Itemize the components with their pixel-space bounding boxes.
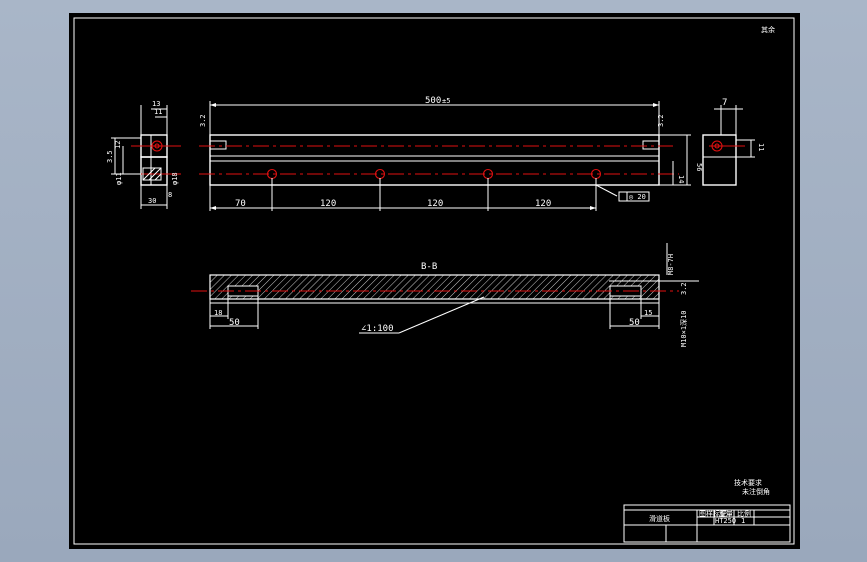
dim-front-height: 56 [695,163,703,171]
dim-side-w1: 30 [148,197,156,205]
dim-spacing-2: 120 [320,199,336,209]
title-field-2: 重量 [719,510,733,518]
part-name: 滑道板 [649,514,670,523]
dim-side-dia1: φ11 [115,172,123,185]
dim-section-left-a: 18 [214,309,222,317]
roughness-right: 3.2 [657,114,665,127]
dim-section-right-a: 15 [644,309,652,317]
dim-length: 500 [425,96,441,106]
right-side-view: 7 11 [702,98,765,186]
dim-section-left-b: 50 [229,318,240,328]
dim-side-h2: 11 [154,108,162,116]
section-view: B-B 18 50 15 50 ∠1:100 M8-7H M10×1深10 3.… [191,243,699,347]
dim-section-right-b: 50 [629,318,640,328]
taper-note: ∠1:100 [361,324,394,334]
title-field-1: 图样标记 [699,509,727,518]
drawing-sheet: 其余 13 11 3.5 12 φ11 φ18 30 8 [69,13,800,549]
dim-length-tolerance: ±5 [442,97,450,105]
section-label: B-B [421,262,437,272]
note-2: 未注倒角 [742,487,770,496]
roughness-left: 3.2 [199,114,207,127]
left-side-view: 13 11 3.5 12 φ11 φ18 30 8 [106,100,181,209]
dim-side-v2: 12 [114,141,122,149]
thread-note: M10×1深10 [679,310,688,347]
thread-label: M8-7H [667,254,675,275]
dim-spacing-3: 120 [427,199,443,209]
inner-border [73,17,795,545]
material: HT250 [715,517,736,525]
dim-spacing-1: 70 [235,199,246,209]
dim-side-h1: 13 [152,100,160,108]
dim-right-height: 11 [757,143,765,151]
roughness-section: 3.2 [680,282,688,295]
title-field-3: 比例 [737,509,751,518]
technical-notes: 技术要求 未注倒角 [734,478,770,496]
quantity: 1 [741,517,745,525]
front-view: 500 ±5 3.2 3.2 70 120 120 120 56 14 ◎ 20 [199,96,703,211]
svg-text:◎ 20: ◎ 20 [629,193,646,201]
dim-front-small: 14 [677,175,685,183]
note-1: 技术要求 [734,478,762,487]
cad-drawing: 其余 13 11 3.5 12 φ11 φ18 30 8 [73,17,795,545]
dim-side-v1: 3.5 [106,150,114,163]
dim-side-w2: 8 [168,191,172,199]
title-block: 滑道板 图样标记 重量 比例 HT250 1 [623,504,791,543]
dim-right-top: 7 [722,98,727,108]
corner-note: 其余 [761,25,775,34]
dim-spacing-4: 120 [535,199,551,209]
dim-side-dia2: φ18 [171,172,179,185]
